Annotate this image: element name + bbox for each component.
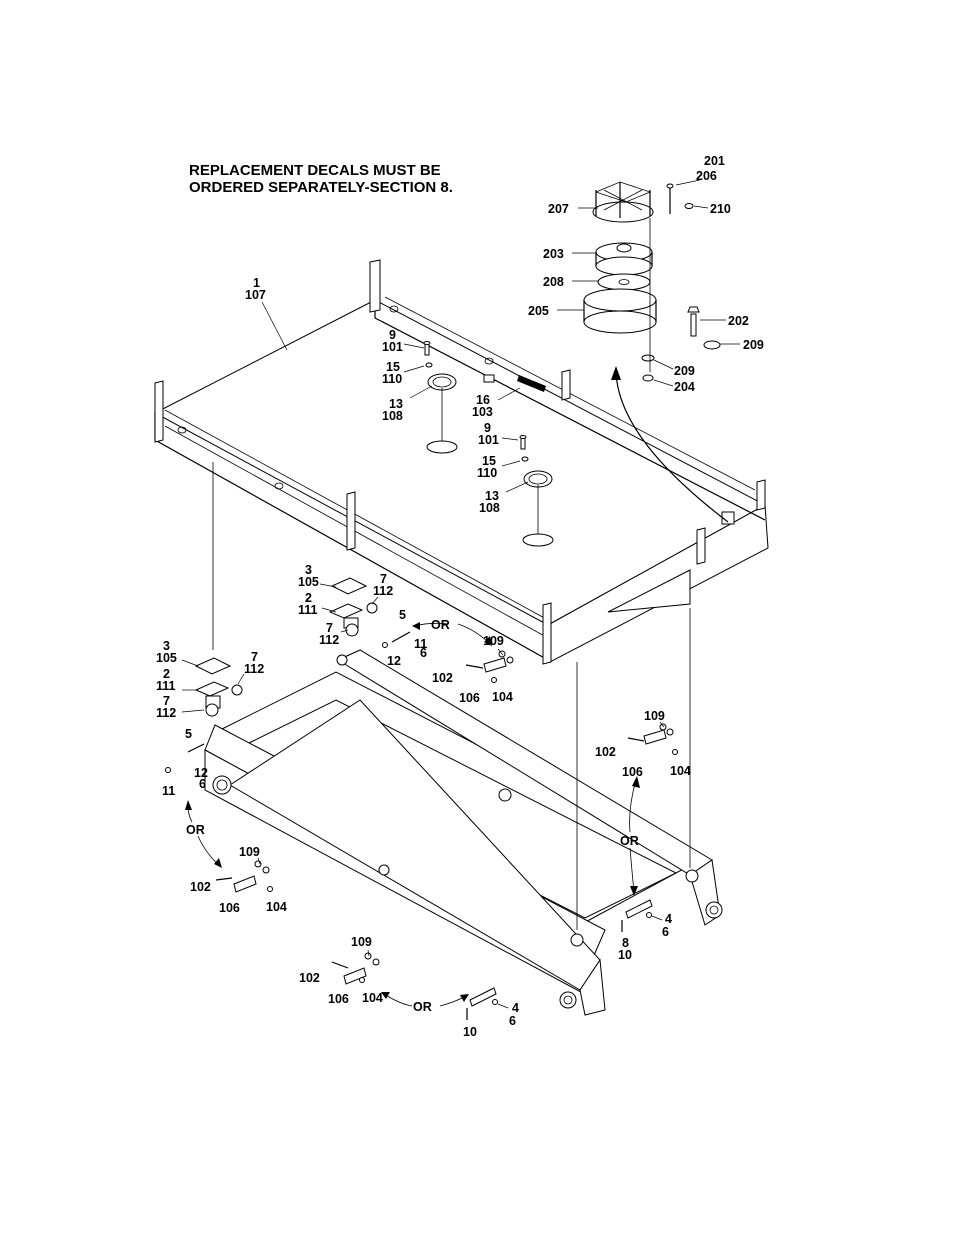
or-label-upper: OR xyxy=(431,618,450,632)
callout-13-upper: 13 xyxy=(389,397,403,411)
callout-112-left-a: 112 xyxy=(244,662,264,676)
platform-deck xyxy=(153,259,769,665)
callout-206: 206 xyxy=(696,169,717,183)
callout-4-bottom: 4 xyxy=(512,1001,519,1015)
callout-5-left: 5 xyxy=(185,727,192,741)
pin-hardware xyxy=(165,631,678,1020)
callout-102-upper: 102 xyxy=(432,671,453,685)
callout-7-upper-b: 7 xyxy=(326,621,333,635)
callout-7-left-a: 7 xyxy=(251,650,258,664)
callout-208: 208 xyxy=(543,275,564,289)
callout-3-upper: 3 xyxy=(305,563,312,577)
callout-101-lower: 101 xyxy=(478,433,499,447)
callout-102-lower-left: 102 xyxy=(190,880,211,894)
floor-hardware xyxy=(423,341,554,547)
slider-blocks xyxy=(194,577,378,717)
callout-101-upper: 101 xyxy=(382,340,403,354)
callout-209-lower: 209 xyxy=(674,364,695,378)
callout-106-lower-left: 106 xyxy=(219,901,240,915)
callout-11-upper: 11 xyxy=(414,637,427,651)
callout-105-upper: 105 xyxy=(298,575,319,589)
callout-102-right: 102 xyxy=(595,745,616,759)
alternative-arrows xyxy=(185,622,640,1007)
callout-10-bottom: 10 xyxy=(463,1025,477,1039)
callout-110-lower: 110 xyxy=(477,466,497,480)
callout-3-left: 3 xyxy=(163,639,170,653)
callout-109-right: 109 xyxy=(644,709,665,723)
scissor-arms xyxy=(204,462,723,1016)
decal-note: REPLACEMENT DECALS MUST BE ORDERED SEPAR… xyxy=(189,162,453,196)
callout-112-left-b: 112 xyxy=(156,706,176,720)
callout-6-right: 6 xyxy=(662,925,669,939)
callout-104-lower-left: 104 xyxy=(266,900,287,914)
decal-note-line-1: REPLACEMENT DECALS MUST BE xyxy=(189,162,441,179)
callout-102-bottom: 102 xyxy=(299,971,320,985)
callout-9-upper: 9 xyxy=(389,328,396,342)
callout-7-left-b: 7 xyxy=(163,694,170,708)
callout-104-upper: 104 xyxy=(492,690,513,704)
callout-106-upper: 106 xyxy=(459,691,480,705)
callout-9-lower: 9 xyxy=(484,421,491,435)
callout-112-upper-a: 112 xyxy=(373,584,393,598)
callout-104-right: 104 xyxy=(670,764,691,778)
callout-103: 103 xyxy=(472,405,493,419)
callout-15-upper: 15 xyxy=(386,360,400,374)
callout-104-bottom: 104 xyxy=(362,991,383,1005)
callout-1: 1 xyxy=(253,276,260,290)
or-label-left: OR xyxy=(186,823,205,837)
callout-209-right: 209 xyxy=(743,338,764,352)
callout-202: 202 xyxy=(728,314,749,328)
callout-7-upper-a: 7 xyxy=(380,572,387,586)
callout-108-upper: 108 xyxy=(382,409,403,423)
callout-109-bottom: 109 xyxy=(351,935,372,949)
callout-111-upper: 111 xyxy=(298,603,318,617)
callout-205: 205 xyxy=(528,304,549,318)
callout-109-upper: 109 xyxy=(483,634,504,648)
callout-2-upper: 2 xyxy=(305,591,312,605)
callout-110-upper: 110 xyxy=(382,372,402,386)
callout-207: 207 xyxy=(548,202,569,216)
callout-210: 210 xyxy=(710,202,731,216)
callout-15-lower: 15 xyxy=(482,454,496,468)
or-label-right: OR xyxy=(620,834,639,848)
callout-204: 204 xyxy=(674,380,695,394)
callout-106-right: 106 xyxy=(622,765,643,779)
callout-6-left: 6 xyxy=(199,777,206,791)
callout-107: 107 xyxy=(245,288,266,302)
callout-12-left: 12 xyxy=(194,766,208,780)
callout-6-upper: 6 xyxy=(420,646,427,660)
callout-203: 203 xyxy=(543,247,564,261)
or-label-bottom: OR xyxy=(413,1000,432,1014)
callout-108-lower: 108 xyxy=(479,501,500,515)
callout-106-bottom: 106 xyxy=(328,992,349,1006)
callout-2-left: 2 xyxy=(163,667,170,681)
callout-109-lower-left: 109 xyxy=(239,845,260,859)
decal-note-line-2: ORDERED SEPARATELY-SECTION 8. xyxy=(189,179,453,196)
callout-10-right: 10 xyxy=(618,948,632,962)
callout-8: 8 xyxy=(622,936,629,950)
callout-12-upper: 12 xyxy=(387,654,401,668)
rotator-assembly xyxy=(583,181,729,523)
callout-16: 16 xyxy=(476,393,490,407)
callout-105-left: 105 xyxy=(156,651,177,665)
leader-lines xyxy=(181,179,740,1009)
callout-13-lower: 13 xyxy=(485,489,499,503)
callout-4-right: 4 xyxy=(665,912,672,926)
callout-labels: 201 206 207 210 203 208 205 202 209 209 … xyxy=(156,154,764,1039)
callout-5-upper: 5 xyxy=(399,608,406,622)
callout-111-left: 111 xyxy=(156,679,176,693)
callout-112-upper-b: 112 xyxy=(319,633,339,647)
callout-201: 201 xyxy=(704,154,725,168)
callout-6-bottom: 6 xyxy=(509,1014,516,1028)
callout-11-left: 11 xyxy=(162,784,175,798)
